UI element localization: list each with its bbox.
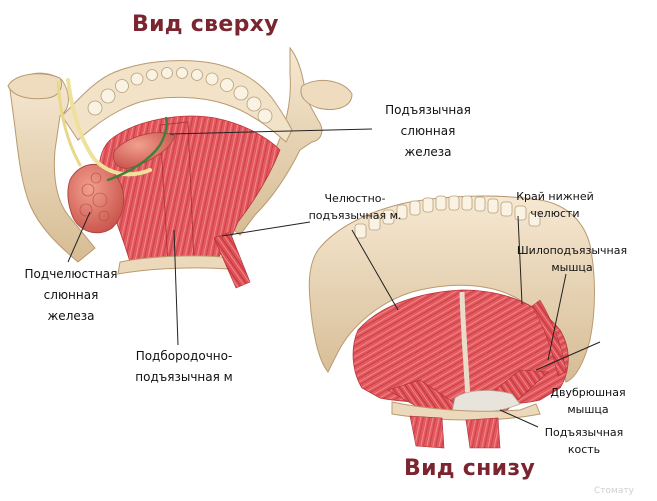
leader-submandibular-gland (67, 211, 91, 263)
label-line: Подчелюстная (24, 267, 118, 281)
leader-sublingual-gland (169, 128, 373, 135)
label-line: Край нижней (516, 190, 594, 203)
label-stylohyoid: Шилоподъязычная мышца (510, 242, 634, 276)
label-line: слюнная (400, 124, 456, 138)
label-line: Шилоподъязычная (516, 244, 628, 257)
label-line: слюнная (43, 288, 99, 302)
leader-stylohyoid (547, 273, 567, 361)
leader-mandible-edge (517, 215, 523, 305)
top-right-band (213, 231, 251, 289)
top-sublingual-gland (113, 132, 176, 169)
label-line: подъязычная м. (308, 209, 402, 222)
leader-hyoid-bone (499, 409, 539, 428)
leader-mylohyoid-bottom (351, 229, 399, 311)
top-right-condyle (300, 79, 353, 110)
leader-digastric (535, 341, 601, 371)
label-geniohyoid: Подбородочно- подъязычная м (118, 346, 250, 388)
top-nerve-hypoglossal (56, 80, 82, 167)
bottom-infrahyoid-stumps (409, 415, 501, 449)
top-submandibular-duct (106, 116, 168, 182)
label-line: мышца (567, 403, 609, 416)
label-line: подъязычная м (135, 370, 233, 384)
bottom-teeth (354, 195, 541, 239)
label-mylohyoid: Челюстно- подъязычная м. (300, 190, 410, 224)
top-teeth (87, 67, 273, 124)
leader-lines (67, 128, 601, 428)
leader-geniohyoid (173, 229, 179, 346)
label-line: Подъязычная (385, 103, 471, 117)
label-line: Подъязычная (544, 426, 624, 439)
label-line: Двубрюшная (550, 386, 626, 399)
label-digastric: Двубрюшная мышца (540, 384, 636, 418)
top-view-figure (7, 46, 353, 289)
label-line: Челюстно- (324, 192, 386, 205)
title-top-view: Вид сверху (132, 12, 279, 37)
top-nerve-lingual (66, 78, 152, 177)
label-sublingual-gland: Подъязычная слюнная железа (372, 100, 484, 163)
watermark-logo: Стомату (594, 486, 634, 496)
bottom-stylohyoid-muscle (531, 299, 567, 377)
label-hyoid-bone: Подъязычная кость (534, 424, 634, 458)
title-bottom-view: Вид снизу (404, 456, 536, 481)
label-line: железа (47, 309, 95, 323)
label-line: мышца (551, 261, 593, 274)
bottom-mandible-arch (308, 195, 595, 383)
bottom-view-figure (308, 195, 595, 449)
label-line: Подбородочно- (135, 349, 233, 363)
label-line: челюсти (530, 207, 580, 220)
bottom-hyoid-tendon (451, 390, 521, 414)
label-line: железа (404, 145, 452, 159)
label-mandible-edge: Край нижней челюсти (505, 188, 605, 222)
leader-mylohyoid (221, 221, 311, 237)
label-submandibular-gland: Подчелюстная слюнная железа (12, 264, 130, 327)
label-line: кость (567, 443, 601, 456)
top-gland-lobules (79, 172, 110, 222)
bottom-median-raphe (459, 291, 471, 401)
